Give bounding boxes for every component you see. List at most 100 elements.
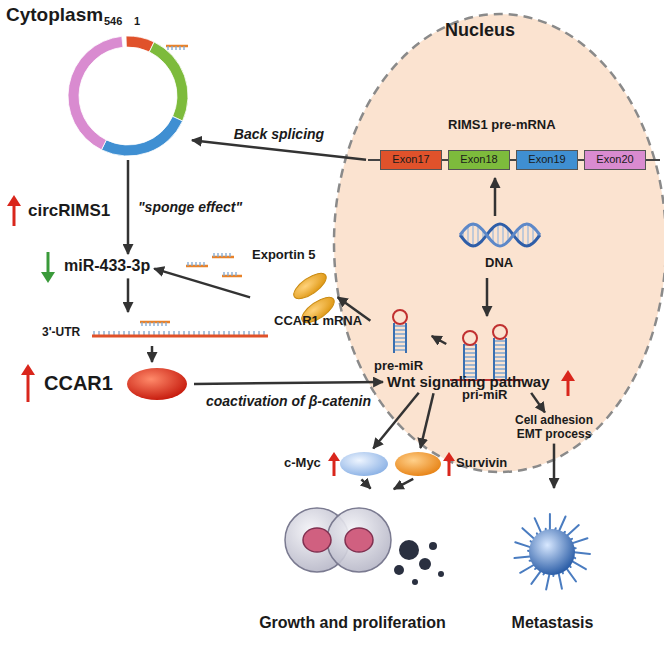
drawing-part (395, 326, 405, 350)
arrow-connector (394, 479, 413, 489)
node-text: Exon19 (517, 153, 577, 166)
pre-mirna: pre-miR (372, 305, 430, 377)
arrow-connector (420, 393, 433, 448)
up-arrow (21, 364, 35, 402)
drawing-part (101, 116, 182, 156)
arrow-shaft (567, 379, 570, 396)
dna-helix: DNA (455, 218, 545, 276)
circrna-ring: 5461 (66, 12, 190, 158)
arrow-connector (154, 269, 250, 298)
exon-box: Exon20 (584, 150, 646, 170)
node-text: pre-miR (374, 359, 423, 374)
exon-box: Exon19 (516, 150, 578, 170)
node-text: Nucleus (445, 20, 515, 41)
edge-label: "sponge effect" (136, 199, 244, 215)
pre-mirna-shape (393, 310, 407, 353)
molecule-label: circRIMS1 (26, 200, 112, 222)
drawing-part (394, 323, 406, 353)
up-arrow (7, 195, 21, 226)
drawing-part (68, 36, 123, 149)
node-text: Cell adhesion EMT process (512, 414, 596, 442)
arrow-connector (127, 278, 130, 312)
node-text: Survivin (456, 456, 507, 471)
drawing-part (463, 331, 477, 345)
drawing-part (394, 565, 404, 575)
mirna-bases (188, 253, 236, 276)
drawing-part (438, 571, 444, 577)
node-text: 546 (104, 15, 122, 28)
drawing-part (303, 528, 331, 552)
arrow-connector (127, 160, 130, 254)
node-text: DNA (485, 256, 513, 271)
edge-label: coactivation of β-catenin (204, 393, 373, 409)
pre-mrna: RIMS1 pre-mRNAExon17Exon18Exon19Exon20 (368, 118, 660, 176)
drawing-part (529, 529, 575, 575)
arrow-shaft (47, 252, 50, 274)
node-text: Growth and proliferation (245, 614, 460, 632)
drawing-part (448, 460, 451, 476)
mrna-strand: 3'-UTR CCAR1 mRNA (40, 314, 365, 344)
drawing-part (399, 540, 419, 560)
pathway-label: Wnt signaling pathway (385, 372, 552, 391)
drawing-part (334, 14, 664, 472)
arrow-shaft (13, 204, 16, 226)
node-text: 3'-UTR (42, 326, 80, 340)
node-text: Exon17 (381, 153, 441, 166)
up-arrow (561, 370, 575, 396)
pri-mirna-shape (450, 325, 522, 380)
protein-shape (328, 452, 388, 476)
node-text: miR-433-3p (64, 257, 150, 275)
arrow-connector (192, 140, 366, 160)
node-text: CCAR1 mRNA (274, 314, 362, 329)
metastasis-cell-shape (514, 514, 589, 589)
drawing-part (345, 528, 373, 552)
arrow-head (561, 370, 575, 381)
node-text: Metastasis (490, 614, 615, 632)
arrow-connector (494, 178, 497, 216)
drawing-part (463, 224, 538, 246)
node-text: Wnt signaling pathway (387, 373, 550, 390)
metastasis-cell: Metastasis (490, 490, 615, 640)
drawing-part (395, 452, 441, 476)
drawing-part (127, 368, 187, 400)
drawing-part (495, 341, 505, 377)
nucleus-region: NucleusRIMS1 pre-mRNAExon17Exon18Exon19E… (332, 12, 664, 474)
drawing-part (340, 452, 388, 476)
drawing-part (493, 325, 507, 339)
mirna-strand (186, 257, 242, 276)
pri-mirna: pri-miR (448, 318, 524, 406)
drawing-part (412, 579, 418, 585)
nucleus-region-shape (334, 14, 664, 472)
arrow-connector (361, 479, 370, 488)
node-text: c-Myc (284, 456, 321, 471)
cell-division: Growth and proliferation (245, 490, 460, 640)
arrow-connector (486, 278, 489, 316)
drawing-part (142, 322, 166, 326)
arrow-connector (531, 393, 545, 412)
drawing-part (126, 36, 154, 52)
drawing-part (149, 42, 188, 121)
exon-box: Exon17 (380, 150, 442, 170)
mrna-strand-shape (92, 322, 268, 336)
drawing-part (460, 224, 540, 246)
circrna-ring-outline (66, 12, 190, 158)
drawing-part (465, 345, 475, 377)
arrow-connector (553, 444, 556, 488)
arrow-connector (194, 382, 383, 384)
drawing-part (92, 335, 268, 338)
node-text: pri-miR (462, 388, 508, 403)
node-text: Exon18 (449, 153, 509, 166)
outcome-label: Cell adhesion EMT process (512, 414, 596, 442)
drawing-part (393, 310, 407, 324)
arrow-head (21, 364, 35, 375)
arrow-connector (373, 393, 418, 449)
mirna-fragments (186, 253, 242, 276)
drawing-part (419, 558, 431, 570)
edge-label: Back splicing (232, 126, 326, 142)
protein: CCAR1 (42, 364, 192, 404)
arrow-head (41, 272, 55, 283)
down-arrow (41, 252, 55, 283)
